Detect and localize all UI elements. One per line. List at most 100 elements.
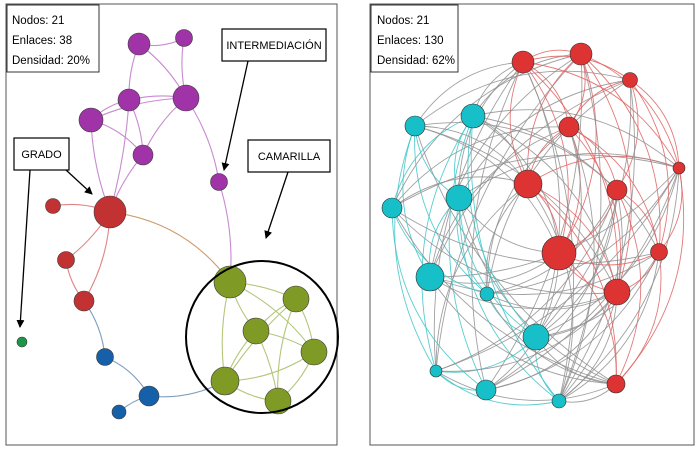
- network-edge: [391, 176, 529, 209]
- network-node-red: [513, 169, 543, 199]
- network-edge: [629, 79, 680, 169]
- network-edge: [458, 79, 631, 199]
- network-node-olive: [282, 285, 310, 313]
- network-edge: [485, 291, 618, 391]
- clique-circle: [185, 260, 339, 414]
- camarilla-arrow: [264, 171, 289, 239]
- network-edge: [568, 126, 622, 293]
- right-stats-box: Nodos: 21 Enlaces: 130 Densidad: 62%: [370, 4, 459, 73]
- network-edge: [580, 53, 632, 293]
- network-edge: [391, 207, 617, 385]
- left-density: Densidad: 20%: [12, 55, 90, 67]
- network-node-teal: [551, 393, 567, 409]
- network-node-blue: [138, 385, 160, 407]
- network-edge: [558, 251, 660, 402]
- network-edge: [435, 370, 617, 401]
- network-node-teal: [445, 184, 473, 212]
- network-edge: [472, 109, 680, 169]
- network-edge: [402, 125, 431, 278]
- network-node-teal: [381, 197, 403, 219]
- network-node-red: [569, 42, 593, 66]
- network-node-red: [57, 251, 75, 269]
- callout-camarilla: CAMARILLA: [247, 139, 331, 239]
- network-edge: [391, 154, 680, 209]
- network-edge: [558, 79, 635, 402]
- network-edge: [486, 167, 680, 295]
- network-edge: [414, 125, 529, 185]
- network-edge: [429, 53, 582, 278]
- network-node-red: [93, 195, 127, 229]
- left-nodes: [16, 29, 328, 420]
- network-node-red: [650, 243, 668, 261]
- network-node-purple: [117, 88, 141, 112]
- network-edge: [391, 207, 487, 391]
- network-edge: [658, 167, 683, 253]
- network-edge: [486, 293, 617, 385]
- network-edge: [435, 167, 680, 372]
- left-network-panel: Nodos: 21 Enlaces: 38 Densidad: 20% GRAD…: [5, 3, 339, 446]
- network-node-red: [558, 116, 580, 138]
- network-edge: [109, 211, 231, 283]
- network-edge: [527, 183, 617, 385]
- network-node-red: [622, 72, 638, 88]
- right-edges-count: Enlaces: 130: [377, 35, 444, 47]
- network-node-red: [672, 161, 686, 175]
- network-node-olive: [242, 317, 270, 345]
- network-node-olive: [213, 265, 247, 299]
- network-edge: [558, 126, 595, 402]
- network-edge: [435, 291, 618, 372]
- left-stats-box: Nodos: 21 Enlaces: 38 Densidad: 20%: [6, 4, 100, 73]
- network-edge: [435, 53, 582, 372]
- network-edge: [616, 79, 639, 191]
- network-edge: [580, 53, 680, 169]
- network-node-teal: [522, 323, 550, 351]
- network-edge: [485, 167, 680, 391]
- network-edge: [414, 61, 524, 127]
- network-node-purple: [78, 107, 104, 133]
- callout-camarilla-box: [247, 139, 331, 173]
- network-edge: [435, 370, 560, 406]
- network-node-teal: [404, 115, 426, 137]
- network-edge: [421, 115, 474, 372]
- callout-grado-label: GRADO: [21, 149, 62, 161]
- network-node-olive: [300, 338, 328, 366]
- network-edge: [527, 183, 574, 402]
- network-edge: [629, 79, 669, 253]
- right-edges: [391, 49, 685, 406]
- grado-arrow-to-hub: [65, 169, 93, 195]
- network-edge: [535, 251, 660, 338]
- right-panel-frame: [369, 3, 695, 446]
- right-network-panel: Nodos: 21 Enlaces: 130 Densidad: 62%: [369, 3, 695, 446]
- network-edge: [467, 115, 537, 338]
- grado-arrow-to-leaf: [16, 169, 31, 328]
- network-edge: [472, 115, 618, 293]
- network-edge: [486, 79, 631, 295]
- left-stats-frame: [6, 4, 100, 73]
- network-edge: [522, 61, 619, 293]
- intermediacion-arrow: [221, 60, 249, 171]
- right-nodes: [381, 42, 686, 409]
- network-node-purple: [127, 32, 151, 56]
- network-node-teal: [415, 262, 445, 292]
- callout-intermediacion: INTERMEDIACIÓN: [221, 28, 327, 171]
- right-stats-frame: [370, 4, 459, 73]
- network-edge: [470, 115, 560, 402]
- network-node-red: [511, 50, 535, 74]
- network-node-blue: [96, 348, 114, 366]
- network-edge: [429, 276, 618, 309]
- network-edge: [458, 197, 560, 402]
- right-nodes-count: Nodos: 21: [377, 15, 429, 27]
- network-edge: [414, 122, 618, 191]
- right-density: Densidad: 62%: [377, 55, 455, 67]
- network-edge: [458, 153, 680, 199]
- network-edge: [472, 115, 660, 253]
- callout-intermediacion-label: INTERMEDIACIÓN: [226, 39, 321, 52]
- network-edge: [429, 251, 660, 295]
- network-edge: [522, 61, 680, 169]
- left-panel-frame: [5, 3, 338, 446]
- network-edge: [414, 125, 560, 254]
- network-node-green: [16, 336, 28, 348]
- network-node-purple: [210, 173, 228, 191]
- network-node-purple: [132, 144, 154, 166]
- left-edges-count: Enlaces: 38: [12, 35, 72, 47]
